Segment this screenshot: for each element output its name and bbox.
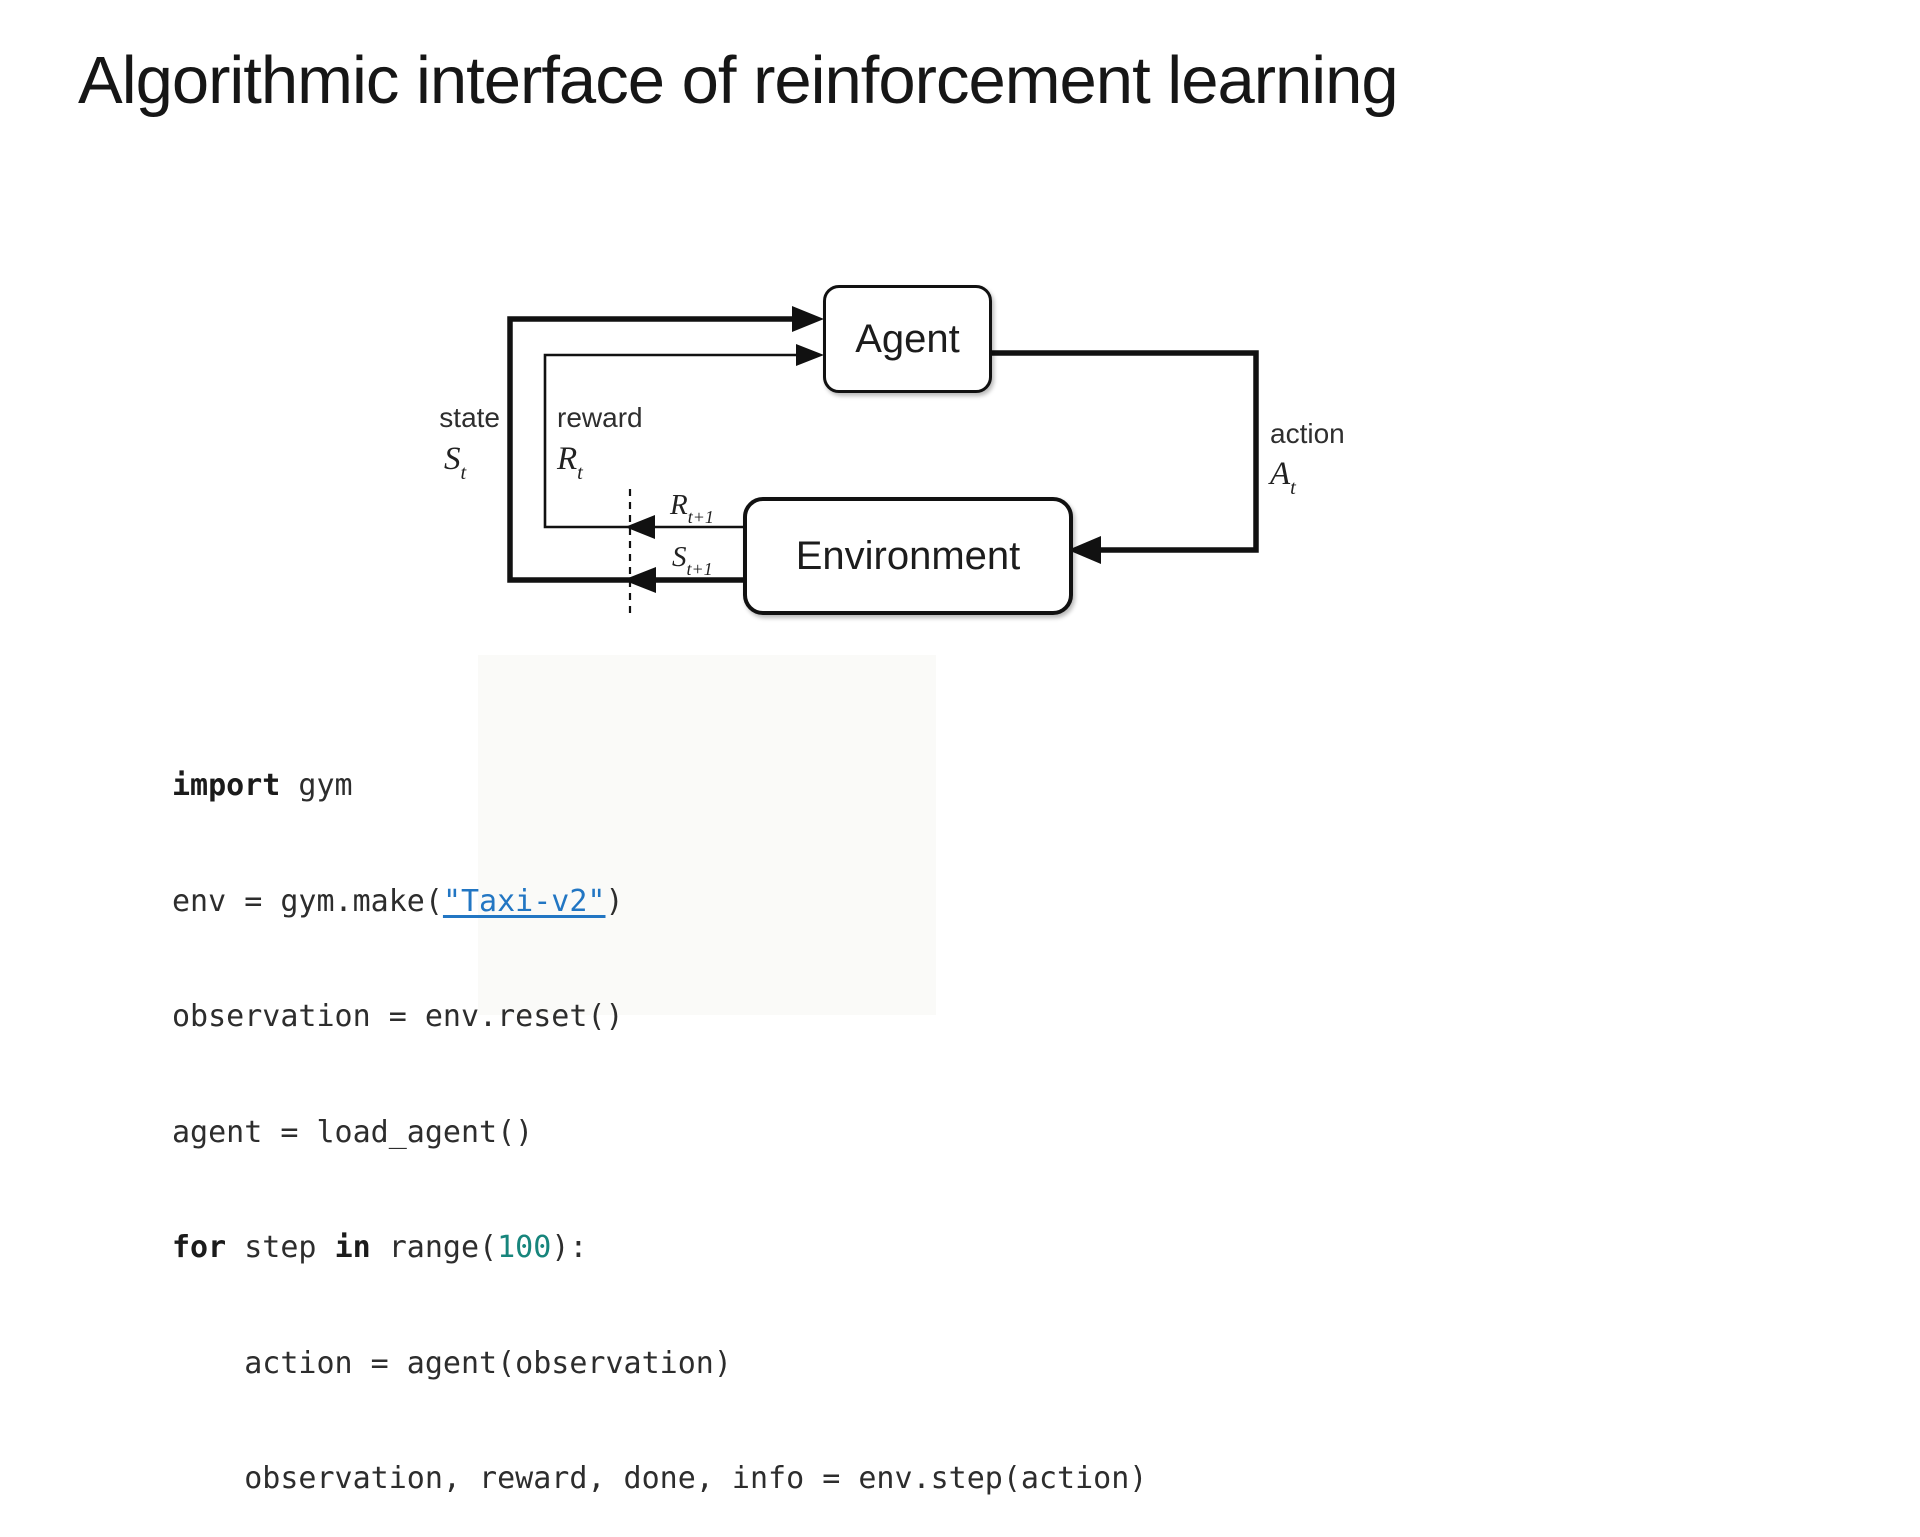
agent-box-label: Agent [855,316,960,361]
code-line: observation, reward, done, info = env.st… [172,1461,1148,1496]
environment-box: Environment [743,497,1073,615]
code-line: env = gym.make("Taxi-v2") [172,883,624,919]
code-backdrop [478,655,936,1015]
agent-box: Agent [823,285,992,393]
code-line: for step in range(100): [172,1230,588,1265]
rl-loop-diagram [507,306,1259,618]
code-snippet: import gym env = gym.make("Taxi-v2") obs… [172,690,1147,1537]
code-line: import gym [172,768,353,803]
action-arrowhead-icon [1068,536,1101,564]
next-state-symbol: St+1 [672,541,713,579]
next-reward-symbol: Rt+1 [670,489,714,527]
reward-arrowhead-icon [796,344,824,366]
code-line: action = agent(observation) [172,1345,732,1381]
reward-edge-label: reward [557,402,643,433]
next-reward-arrowhead-icon [625,515,655,539]
reward-symbol: Rt [557,441,583,484]
state-symbol: St [444,441,467,484]
state-arrowhead-icon [792,306,824,332]
state-edge-label: state [439,402,500,433]
action-symbol: At [1270,456,1296,499]
code-line: agent = load_agent() [172,1114,534,1150]
taxi-v2-link: "Taxi-v2" [442,883,606,919]
action-loop-line [980,350,1259,553]
action-edge-label: action [1270,418,1345,449]
next-state-arrowhead-icon [623,567,656,593]
page-title: Algorithmic interface of reinforcement l… [78,43,1399,118]
environment-box-label: Environment [795,533,1021,578]
code-line: observation = env.reset() [172,999,624,1034]
